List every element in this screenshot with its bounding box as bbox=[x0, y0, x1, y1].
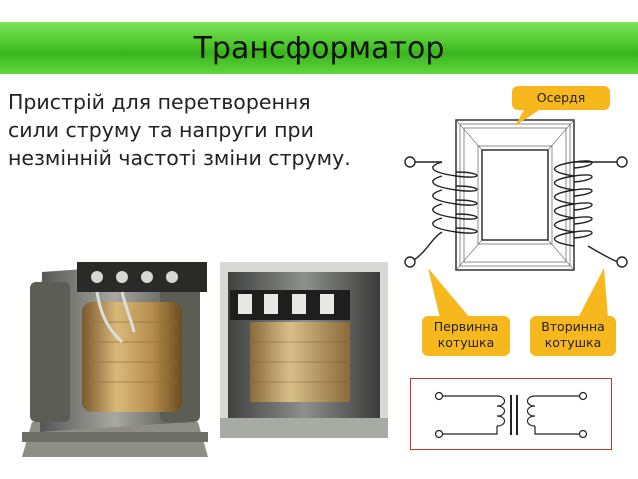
transformer-photo-enclosed bbox=[220, 262, 388, 438]
primary-terminal-top bbox=[404, 156, 416, 168]
secondary-coil bbox=[553, 160, 619, 263]
core-callout: Осердя bbox=[512, 86, 610, 110]
slide-description: Пристрій для перетворення сили струму та… bbox=[8, 90, 351, 170]
core-callout-label: Осердя bbox=[536, 90, 586, 105]
primary-coil-callout: Первинна котушка bbox=[422, 316, 510, 356]
secondary-coil-callout-label: Вторинна котушка bbox=[541, 319, 605, 350]
slide-title: Трансформатор bbox=[193, 30, 445, 66]
transformer-schematic bbox=[410, 378, 612, 450]
primary-coil-callout-label: Первинна котушка bbox=[433, 319, 499, 350]
transformer-photo-open-frame bbox=[22, 232, 208, 472]
core-outer bbox=[455, 119, 575, 271]
primary-callout-pointer bbox=[428, 268, 470, 318]
primary-coil bbox=[413, 161, 478, 261]
schematic-symbol bbox=[434, 391, 588, 439]
title-bar: Трансформатор bbox=[0, 22, 638, 74]
core-window bbox=[481, 149, 549, 241]
secondary-terminal-top bbox=[616, 156, 628, 168]
secondary-callout-pointer bbox=[578, 268, 608, 318]
core-callout-pointer bbox=[515, 108, 542, 126]
secondary-coil-callout: Вторинна котушка bbox=[530, 316, 616, 356]
primary-terminal-bottom bbox=[404, 256, 416, 268]
transformer-diagram bbox=[404, 119, 628, 271]
secondary-terminal-bottom bbox=[616, 256, 628, 268]
